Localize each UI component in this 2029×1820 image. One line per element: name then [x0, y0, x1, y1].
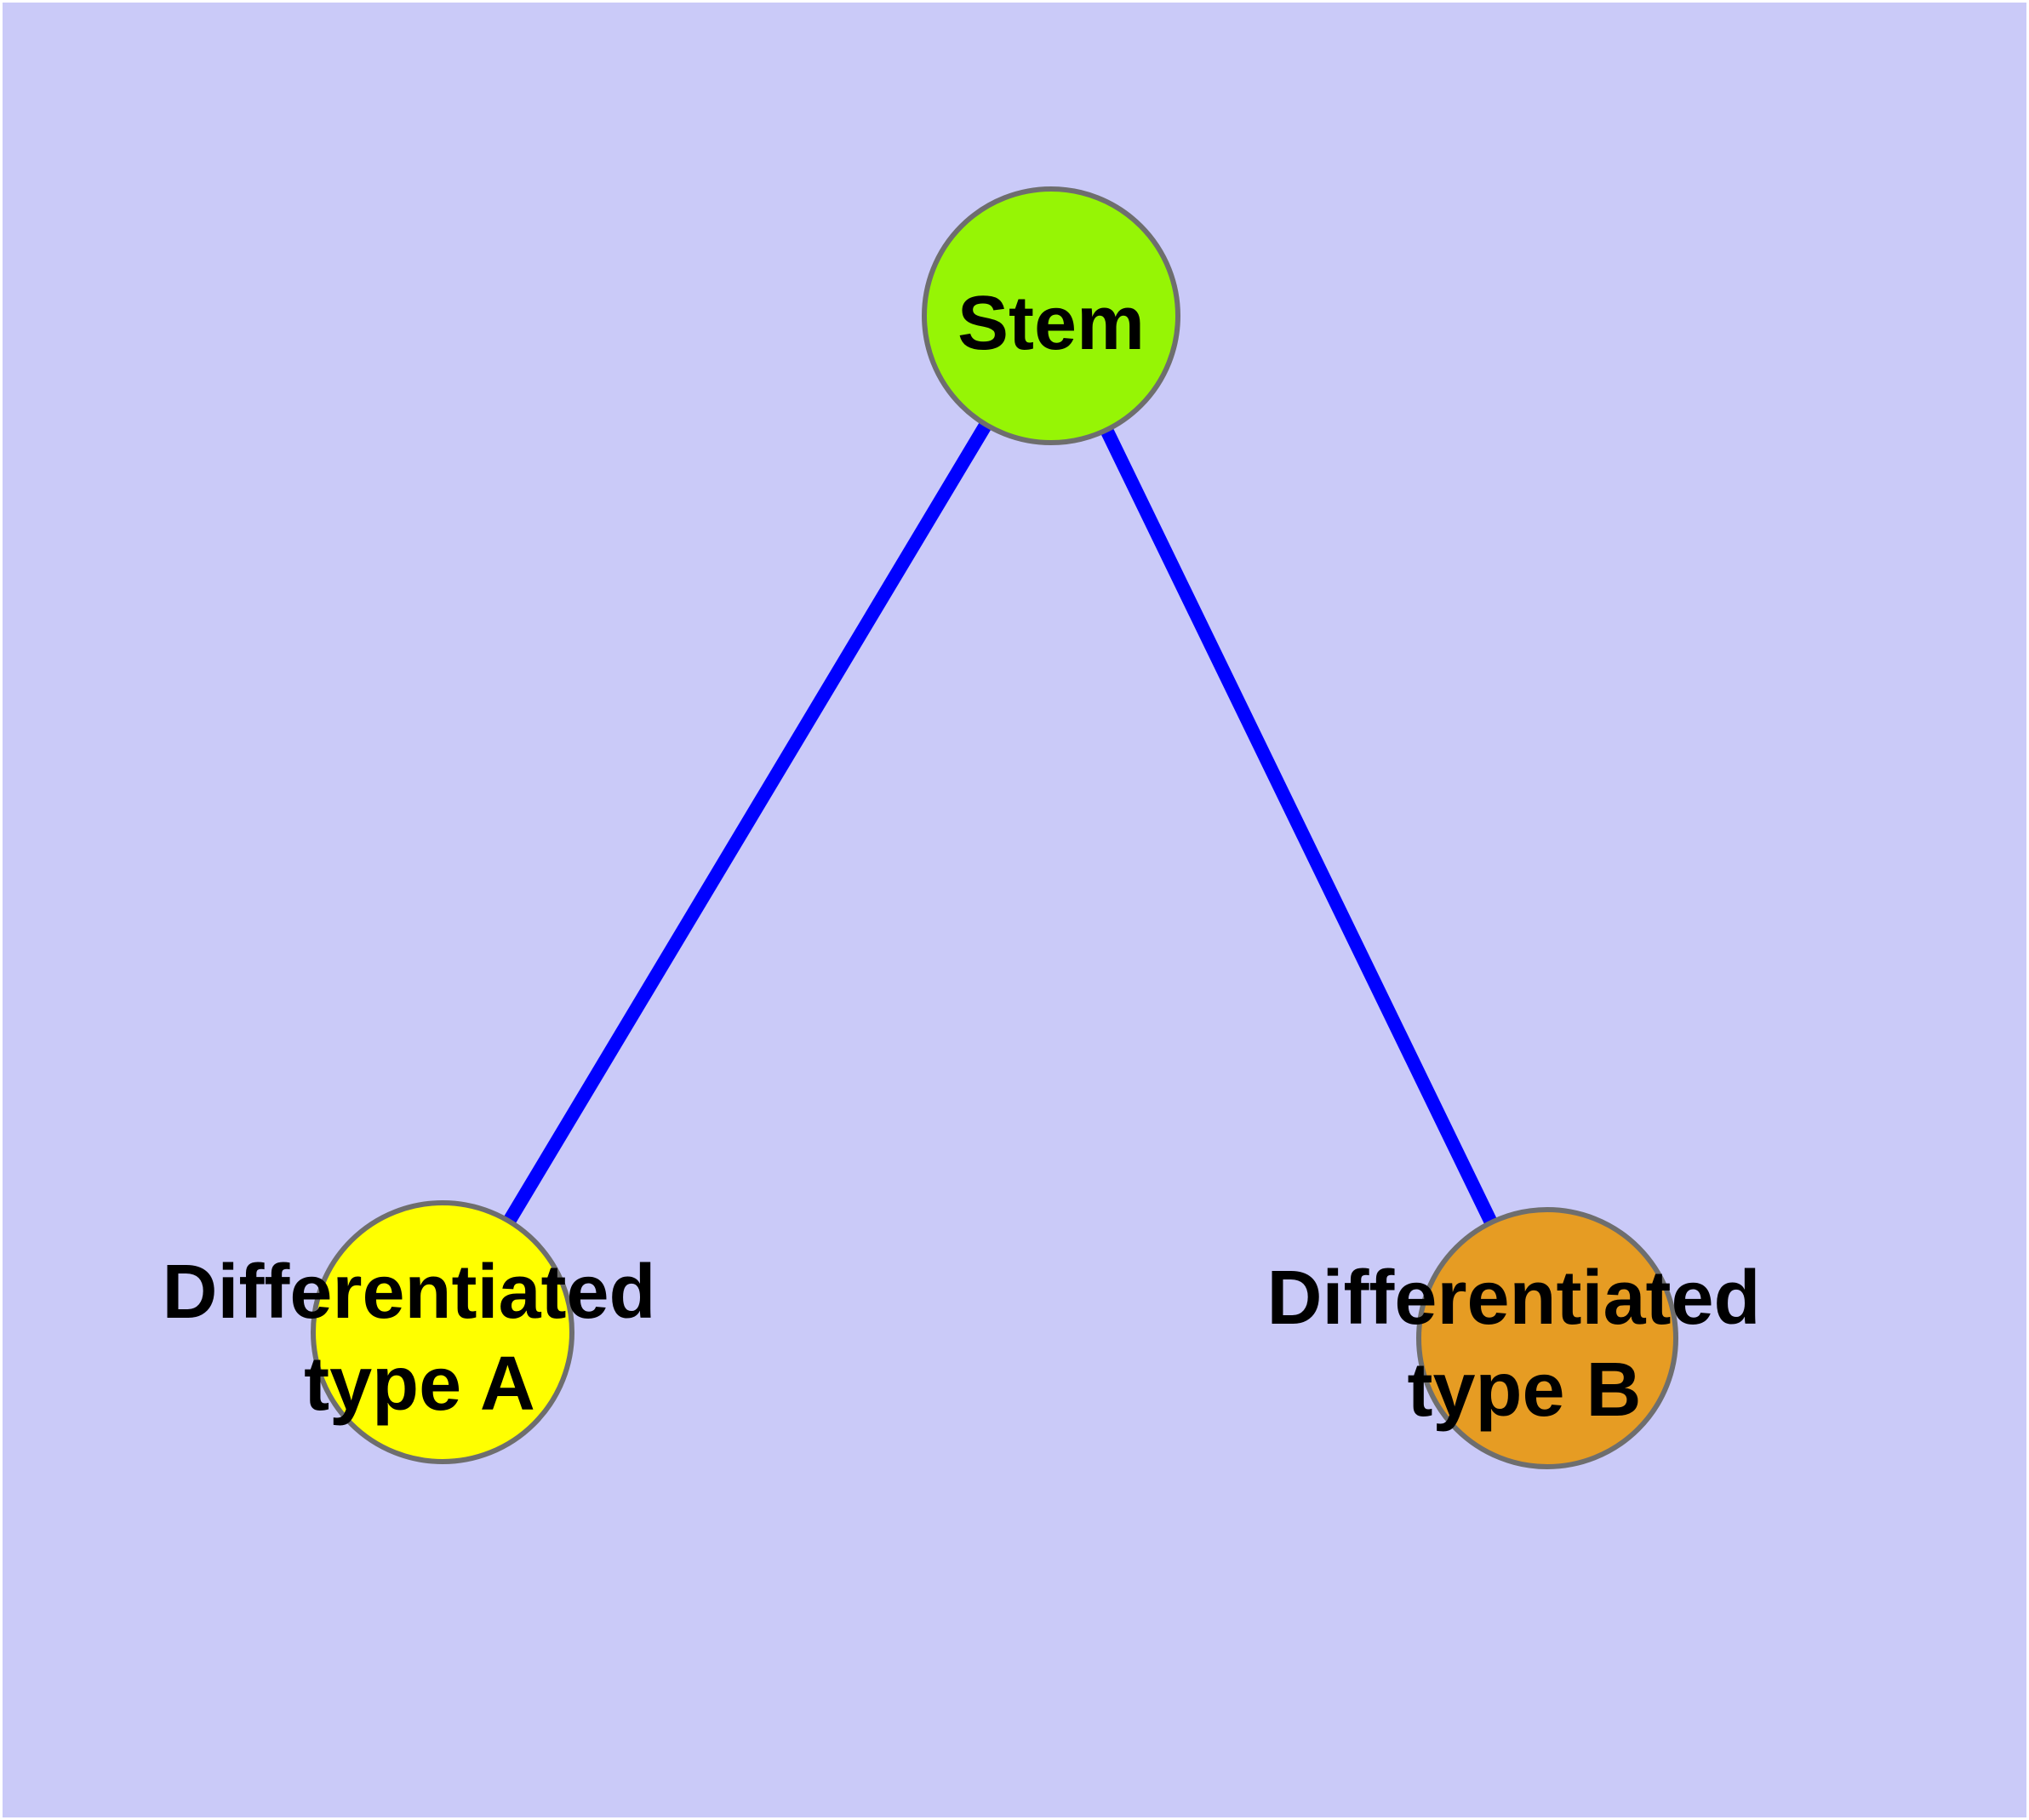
- node-differentiated-type-b-circle: [1416, 1207, 1678, 1469]
- node-differentiated-type-a-label-line1: Differentiated: [162, 1250, 655, 1335]
- node-stem-circle: [922, 186, 1180, 445]
- node-differentiated-type-b-label-line1: Differentiated: [1266, 1256, 1760, 1341]
- node-differentiated-type-b: Differentiated type B: [1266, 1207, 1781, 1469]
- edge-stem-to-type-b: [1044, 312, 1554, 1342]
- node-group: Stem Differentiated type A Differentiate…: [162, 186, 1781, 1469]
- node-stem-label: Stem: [957, 281, 1145, 366]
- node-stem: Stem: [922, 186, 1180, 445]
- node-differentiated-type-a-circle: [311, 1200, 574, 1464]
- node-differentiated-type-a-label: Differentiated type A: [162, 1250, 677, 1427]
- edge-stem-to-type-a: [437, 312, 1057, 1336]
- node-differentiated-type-a: Differentiated type A: [162, 1200, 677, 1464]
- edge-group: [437, 312, 1554, 1342]
- node-differentiated-type-b-label: Differentiated type B: [1266, 1256, 1781, 1433]
- node-differentiated-type-a-label-line2: type A: [304, 1342, 535, 1427]
- node-differentiated-type-b-label-line2: type B: [1407, 1348, 1641, 1433]
